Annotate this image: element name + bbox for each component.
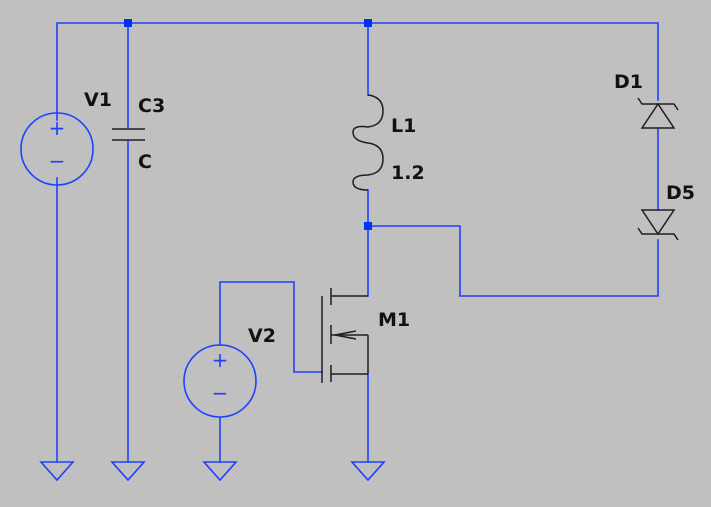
d5-cathode-bar: [637, 227, 679, 241]
d1-label: D1: [614, 71, 643, 93]
ground-symbol: [202, 461, 238, 482]
l1-inductor[interactable]: [352, 94, 384, 191]
l1-value: 1.2: [391, 162, 425, 184]
junction-dot: [364, 222, 372, 230]
c3-value: C: [138, 151, 152, 173]
m1-arrow: [334, 330, 357, 340]
l1-coil: [352, 94, 384, 191]
v1-label: V1: [84, 89, 112, 111]
d5-triangle: [640, 209, 676, 236]
v2-label: V2: [248, 325, 276, 347]
d5-label: D5: [666, 182, 695, 204]
l1-label: L1: [391, 115, 416, 137]
v1-source-circle: [20, 112, 94, 186]
junctions: [124, 19, 372, 230]
d1-zener-diode[interactable]: [637, 97, 679, 129]
v2-source-circle: [183, 344, 257, 418]
switch-node-to-diode-wire: [367, 225, 659, 297]
d5-zener-diode[interactable]: [637, 209, 679, 241]
v1-plus-sign: +: [49, 116, 66, 140]
v2-plus-sign: +: [212, 348, 229, 372]
v1-minus-sign: −: [49, 149, 66, 173]
d1-triangle: [640, 102, 676, 129]
ground-symbol: [110, 461, 146, 482]
top-rail-wire: [56, 22, 659, 121]
junction-dot: [124, 19, 132, 27]
v1-voltage-source[interactable]: + −: [20, 112, 94, 186]
ground-symbols: [39, 461, 386, 482]
wires: [56, 22, 659, 463]
v2-voltage-source[interactable]: + −: [183, 344, 257, 418]
m1-label: M1: [378, 309, 410, 331]
d1-cathode-bar: [637, 97, 679, 111]
m1-nmos-transistor[interactable]: [321, 288, 369, 383]
junction-dot: [364, 19, 372, 27]
c3-capacitor[interactable]: [112, 128, 145, 141]
ground-symbol: [350, 461, 386, 482]
c3-label: C3: [138, 95, 165, 117]
v2-minus-sign: −: [212, 381, 229, 405]
v2-to-gate-wire: [219, 281, 323, 373]
ground-symbol: [39, 461, 75, 482]
